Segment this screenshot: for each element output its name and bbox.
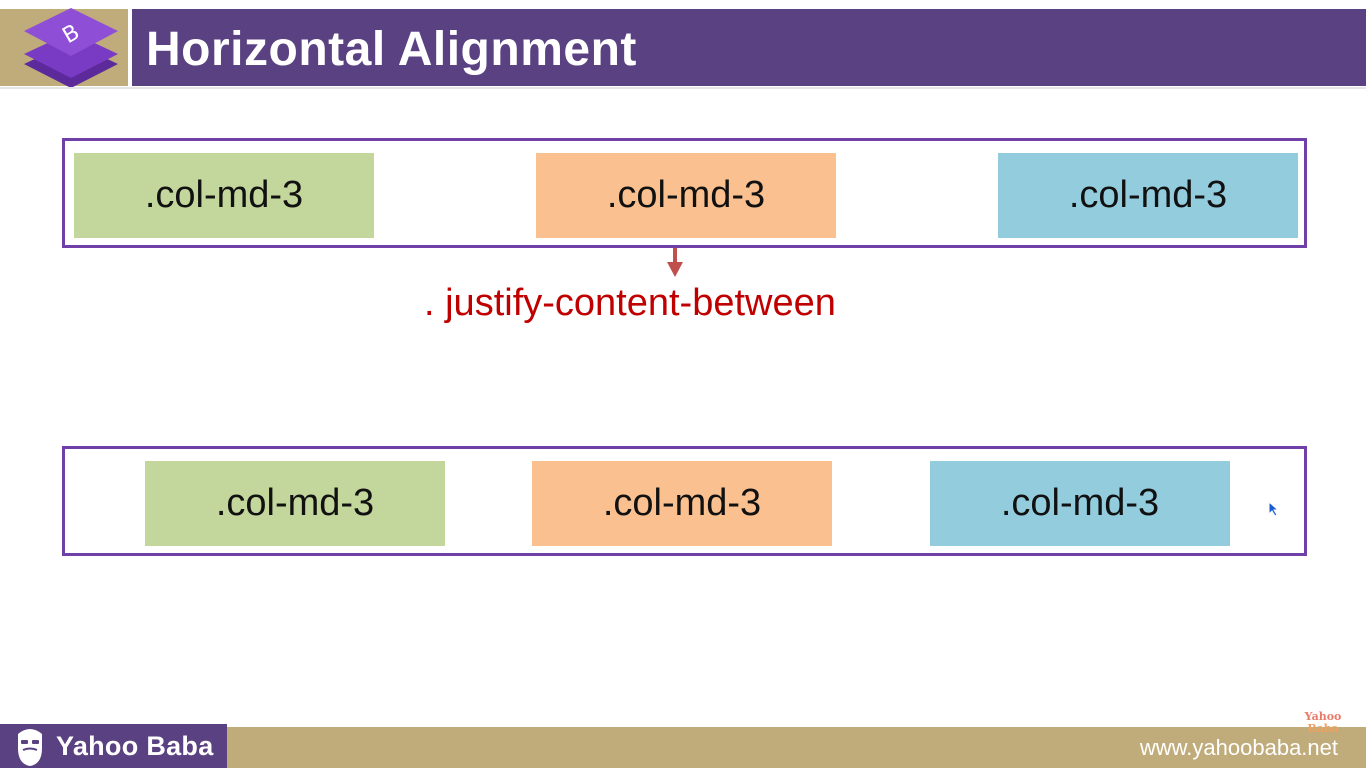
brand-name: Yahoo Baba — [56, 730, 214, 761]
col-md-3-orange: .col-md-3 — [532, 461, 832, 546]
row-container-1: .col-md-3 .col-md-3 .col-md-3 — [62, 138, 1307, 248]
justify-content-label: . justify-content-between — [424, 282, 836, 324]
bearded-man-icon — [18, 729, 42, 766]
bootstrap-logo-icon: B — [24, 8, 118, 88]
mini-brand-logo: Yahoo Baba — [1304, 710, 1342, 735]
header-divider — [0, 87, 1366, 89]
footer-url: www.yahoobaba.net — [1139, 735, 1338, 760]
arrow-down-icon — [667, 248, 683, 277]
col-md-3-green: .col-md-3 — [145, 461, 445, 546]
row-container-2: .col-md-3 .col-md-3 .col-md-3 — [62, 446, 1307, 556]
col-md-3-green: .col-md-3 — [74, 153, 374, 238]
footer-bar — [0, 727, 1366, 768]
header-bar — [132, 9, 1366, 86]
col-md-3-orange: .col-md-3 — [536, 153, 836, 238]
col-md-3-blue: .col-md-3 — [930, 461, 1230, 546]
mouse-cursor-icon — [1268, 501, 1280, 517]
footer-brand: Yahoo Baba — [0, 724, 227, 768]
page-title: Horizontal Alignment — [146, 23, 637, 76]
col-md-3-blue: .col-md-3 — [998, 153, 1298, 238]
